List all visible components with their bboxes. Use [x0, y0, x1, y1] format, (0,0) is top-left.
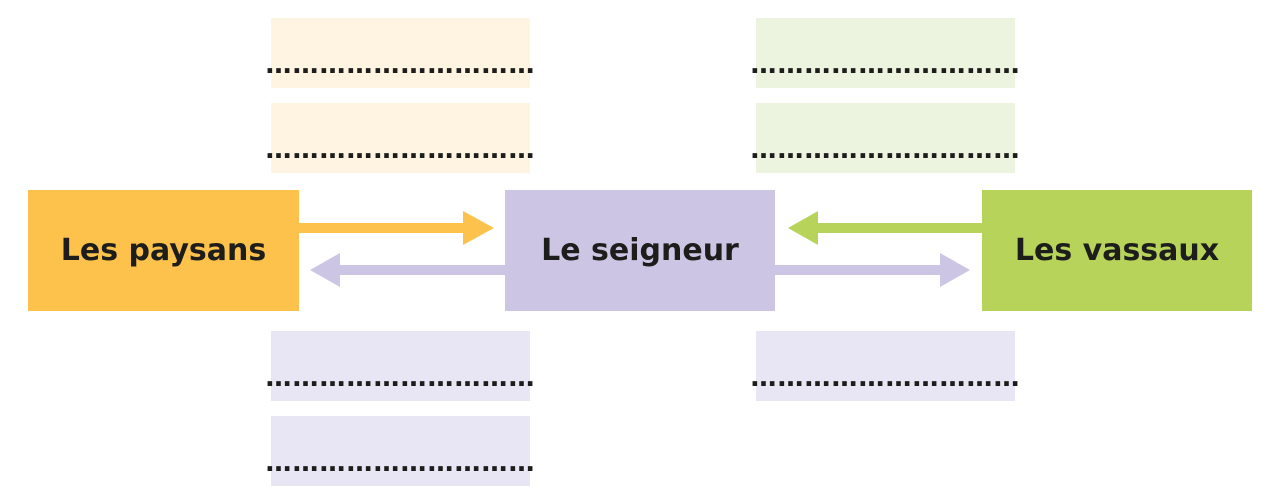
answer-blank-lord-to-vassals-1[interactable]: ………………………… — [751, 331, 1020, 401]
answer-blank-peasant-2[interactable]: ………………………… — [266, 103, 535, 173]
answer-blank-vassal-1[interactable]: ………………………… — [751, 18, 1020, 88]
node-peasants: Les paysans — [28, 190, 299, 311]
answer-blank-lord-to-peasants-2[interactable]: ………………………… — [266, 416, 535, 486]
arrow-peasants-to-lord — [299, 211, 494, 245]
arrow-lord-to-peasants — [310, 253, 505, 287]
answer-blank-peasant-1[interactable]: ………………………… — [266, 18, 535, 88]
node-vassals: Les vassaux — [982, 190, 1252, 311]
answer-blank-vassal-2[interactable]: ………………………… — [751, 103, 1020, 173]
node-lord: Le seigneur — [505, 190, 775, 311]
answer-blank-lord-to-peasants-1[interactable]: ………………………… — [266, 331, 535, 401]
arrow-lord-to-vassals — [775, 253, 970, 287]
arrow-vassals-to-lord — [788, 211, 982, 245]
